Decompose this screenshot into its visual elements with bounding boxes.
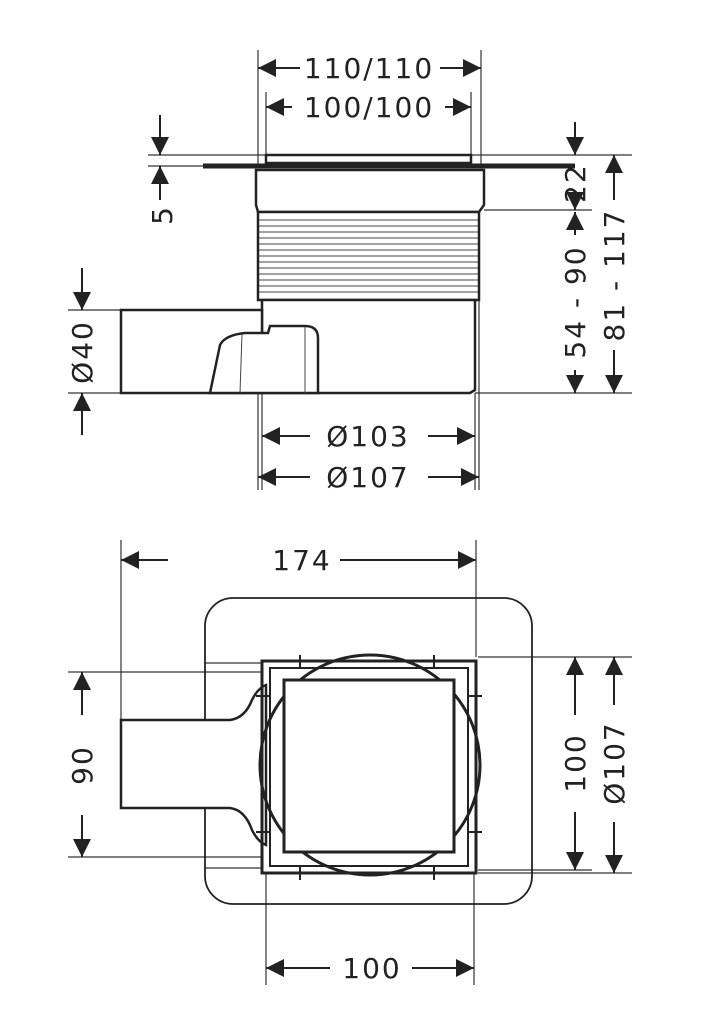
- dim-d107-side: Ø107: [326, 461, 409, 494]
- grate-inner: [282, 678, 456, 854]
- frame-outer: [260, 659, 478, 875]
- top-view: 174 90 100 Ø107 100: [66, 540, 632, 985]
- outlet-pipe-top: [119, 683, 268, 847]
- dim-90: 90: [66, 745, 99, 785]
- dim-d40: Ø40: [66, 320, 99, 384]
- body-circle: [258, 653, 482, 877]
- dim-100-bottom: 100: [342, 952, 401, 985]
- dim-5: 5: [146, 205, 179, 225]
- dim-110-110: 110/110: [304, 52, 434, 85]
- dim-174: 174: [272, 544, 331, 577]
- dim-100-right: 100: [559, 733, 592, 792]
- dim-54-90: 54 - 90: [559, 245, 592, 358]
- body-upper: [254, 168, 486, 214]
- dim-100-100: 100/100: [304, 91, 434, 124]
- dim-d103: Ø103: [326, 420, 409, 453]
- grate-top: [264, 153, 473, 165]
- dim-81-117: 81 - 117: [598, 209, 631, 342]
- side-view: 110/110 100/100 5 22 54 - 90 81 - 117 Ø4…: [66, 50, 632, 494]
- threads: [259, 219, 478, 293]
- dim-22: 22: [559, 163, 592, 203]
- elbow: [208, 324, 320, 395]
- frame-mid: [269, 667, 469, 867]
- frame-clips: [256, 655, 482, 880]
- dim-d107-top: Ø107: [598, 721, 631, 804]
